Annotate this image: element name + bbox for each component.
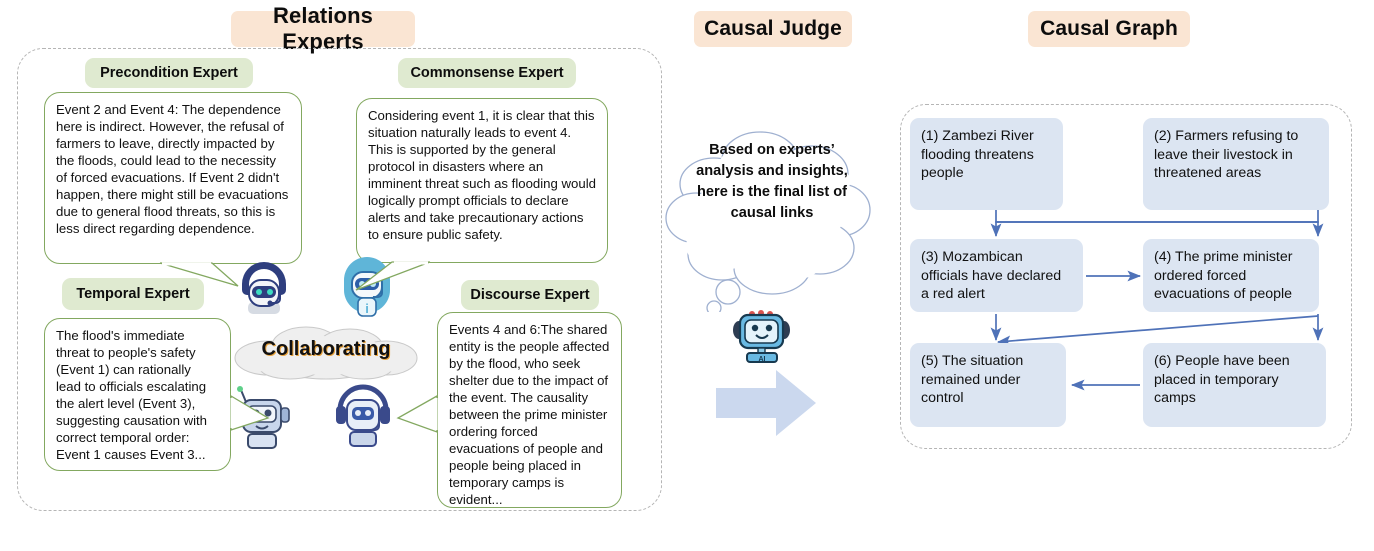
judge-thought-text: Based on experts’ analysis and insights,…	[696, 142, 848, 222]
precondition-expert-badge: Precondition Expert	[85, 58, 253, 88]
causal-graph-panel	[900, 104, 1352, 449]
headset-robot-icon	[242, 262, 286, 314]
relations-experts-panel	[17, 48, 662, 511]
causal-event-box-1: (1) Zambezi River flooding threatens peo…	[910, 118, 1063, 210]
relations-experts-title: Relations Experts	[231, 3, 415, 54]
temporal-expert-bubble: The flood's immediate threat to people's…	[44, 318, 231, 471]
causal-graph-arrows	[990, 210, 1324, 391]
ai-judge-robot-icon: AI	[733, 310, 790, 363]
collaborating-label: Collaborating	[261, 338, 391, 360]
causal-graph-title: Causal Graph	[1028, 11, 1190, 47]
commonsense-expert-badge: Commonsense Expert	[398, 58, 576, 88]
causal-event-box-4: (4) The prime minister ordered forced ev…	[1143, 239, 1319, 312]
discourse-expert-bubble: Events 4 and 6:The shared entity is the …	[437, 312, 622, 508]
causal-event-box-3: (3) Mozambican officials have declared a…	[910, 239, 1083, 312]
flow-right-arrow-icon	[716, 370, 816, 436]
antenna-robot-icon	[234, 386, 290, 449]
svg-text:AI: AI	[759, 356, 766, 363]
commonsense-expert-bubble: Considering event 1, it is clear that th…	[356, 98, 608, 263]
collaborating-cloud-shape	[234, 326, 418, 380]
judge-thought-bubble	[665, 131, 871, 312]
temporal-expert-badge: Temporal Expert	[62, 278, 204, 310]
causal-event-box-2: (2) Farmers refusing to leave their live…	[1143, 118, 1329, 210]
info-robot-icon: i	[344, 257, 390, 317]
causal-event-box-6: (6) People have been placed in temporary…	[1143, 343, 1326, 427]
causal-judge-title: Causal Judge	[694, 11, 852, 47]
headphones-robot-icon	[336, 384, 390, 447]
precondition-expert-bubble: Event 2 and Event 4: The dependence here…	[44, 92, 302, 264]
discourse-expert-badge: Discourse Expert	[461, 280, 599, 310]
causal-event-box-5: (5) The situation remained under control	[910, 343, 1066, 427]
svg-text:i: i	[365, 301, 369, 316]
